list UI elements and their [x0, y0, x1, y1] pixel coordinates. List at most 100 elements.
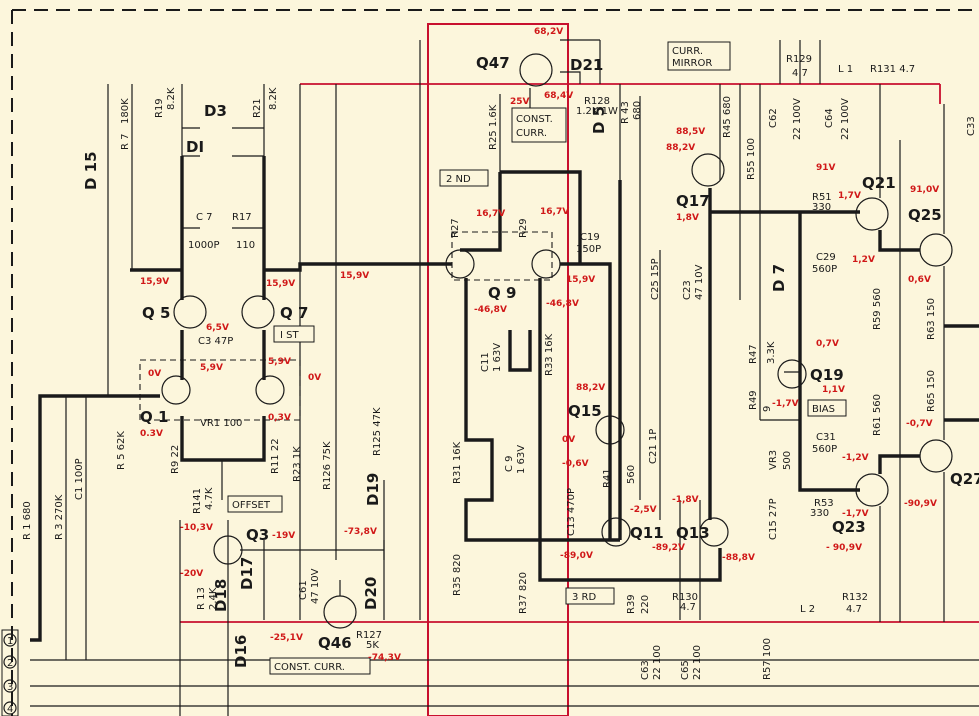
- c64-value: 22 100V: [840, 98, 851, 140]
- c9-value: 1 63V: [516, 445, 527, 474]
- q17-symbol: [691, 153, 725, 187]
- q47-label: Q47: [476, 54, 510, 72]
- stage1-emitter: [180, 330, 266, 380]
- 3rd-stage-box: 3 RD: [565, 587, 615, 605]
- d16-label: D16: [232, 635, 250, 668]
- c63-label: C63: [640, 660, 651, 680]
- r37-label: R37 820: [518, 572, 529, 614]
- r51-label: R51: [812, 192, 832, 203]
- v-25: 25V: [510, 97, 530, 107]
- terminal-strip: [1, 629, 19, 716]
- q5-symbol: [173, 295, 207, 329]
- c23-value: 47 10V: [694, 264, 705, 300]
- v-15-9a: 15,9V: [140, 277, 169, 287]
- r19-label: R19: [154, 98, 165, 118]
- vr1-path: [180, 416, 266, 462]
- c23-label: C23: [682, 280, 693, 300]
- v-91-0: 91,0V: [910, 185, 939, 195]
- mid-vertical: [619, 84, 721, 620]
- frame-border: [11, 9, 975, 716]
- v-10-3: -10,3V: [180, 523, 213, 533]
- q19-label: Q19: [810, 366, 844, 384]
- d15-label: D 15: [82, 151, 100, 190]
- q19-area: [759, 371, 800, 421]
- c61-label: C61: [298, 580, 309, 600]
- r53-label: R53: [814, 498, 834, 509]
- c19-label: C19: [580, 232, 600, 243]
- svg-text:CONST.: CONST.: [516, 114, 553, 125]
- r126-label: R126 75K: [322, 441, 333, 490]
- v-15-9b: 15,9V: [266, 279, 295, 289]
- q21-symbol: [855, 197, 889, 231]
- const-curr-top-box: CONST. CURR.: [511, 107, 567, 143]
- r127-value: 5K: [366, 640, 379, 651]
- v-46-8a: -46,8V: [474, 305, 507, 315]
- terminal-4: 4: [7, 704, 13, 715]
- r29-label: R29: [518, 218, 529, 238]
- r31-label: R31 16K: [452, 441, 463, 484]
- q7-symbol: [241, 295, 275, 329]
- r41-label: R41: [602, 468, 613, 488]
- v-88-8: -88,8V: [722, 553, 755, 563]
- v-89-2: -89,2V: [652, 543, 685, 553]
- q11-symbol: [601, 517, 631, 547]
- v-1-7c: -1,7V: [842, 509, 869, 519]
- c33-label: C33: [966, 116, 977, 136]
- r128-label: R128: [584, 96, 610, 107]
- v-0-7b: -0,7V: [906, 419, 933, 429]
- r3-label: R 3 270K: [54, 494, 65, 540]
- q19-symbol: [777, 359, 807, 389]
- v-91: 91V: [816, 163, 836, 173]
- c62-value: 22 100V: [792, 98, 803, 140]
- bias-box: BIAS: [807, 399, 847, 417]
- r17-value: 110: [236, 240, 255, 251]
- v-90-9a: -90,9V: [904, 499, 937, 509]
- r13-value: 2.4K: [208, 587, 219, 610]
- terminal-3: 3: [7, 682, 13, 693]
- q17-label: Q17: [676, 192, 710, 210]
- r132-label: R132: [842, 592, 868, 603]
- stage1-collector: [130, 262, 440, 272]
- r41-value: 560: [626, 465, 637, 484]
- r33-label: R33 16K: [544, 333, 555, 376]
- c21-label: C21 1P: [648, 429, 659, 464]
- q15-path: [560, 180, 622, 540]
- q1-label: Q 1: [140, 408, 168, 426]
- vr3-label: VR3: [768, 450, 779, 470]
- c19-value: 150P: [576, 244, 601, 255]
- vr3-value: 500: [782, 451, 793, 470]
- r129-area: [739, 40, 821, 400]
- v-0-3b: 0,3V: [268, 413, 291, 423]
- q25-label: Q25: [908, 206, 942, 224]
- r53-value: 330: [810, 508, 829, 519]
- c3-label: C3 47P: [198, 336, 233, 347]
- curr-mirror-box: CURR. MIRROR: [667, 41, 731, 71]
- q46-label: Q46: [318, 634, 352, 652]
- c31-label: C31: [816, 432, 836, 443]
- v-6-5: 6,5V: [206, 323, 229, 333]
- c29-label: C29: [816, 252, 836, 263]
- v-5-9b: 5,9V: [268, 357, 291, 367]
- output-stage: [879, 84, 945, 622]
- r61-label: R61 560: [872, 394, 883, 436]
- r43-label: R 43: [620, 101, 631, 124]
- terminal-1: 1: [7, 636, 13, 647]
- r47-label: R47: [748, 344, 759, 364]
- svg-text:2 ND: 2 ND: [446, 174, 471, 185]
- vr1-label: VR1 100: [200, 418, 242, 429]
- q21-label: Q21: [862, 174, 896, 192]
- c62-label: C62: [768, 108, 779, 128]
- v-15-9d: 15,9V: [566, 275, 595, 285]
- d7-label: D 7: [770, 264, 788, 292]
- r130-value: 4.7: [680, 602, 696, 613]
- v-68-4: 68,4V: [544, 91, 573, 101]
- r47-value: 3.3K: [766, 341, 777, 364]
- q23-label: Q23: [832, 518, 866, 536]
- q27-label: Q27: [950, 470, 979, 488]
- q47-area: [499, 39, 601, 172]
- v-15-9c: 15,9V: [340, 271, 369, 281]
- v-0-7a: 0,7V: [816, 339, 839, 349]
- v-20: -20V: [180, 569, 203, 579]
- r65-label: R65 150: [926, 370, 937, 412]
